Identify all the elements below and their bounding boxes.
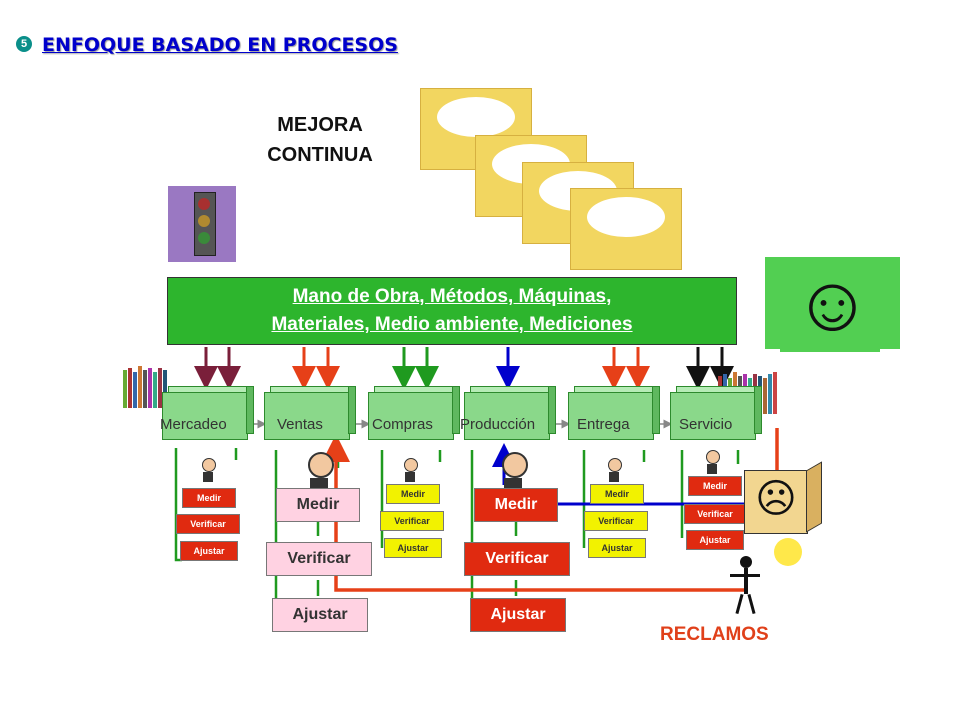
inspector-icon <box>604 458 626 482</box>
ventas-ajustar: Ajustar <box>272 598 368 632</box>
produccion-verificar: Verificar <box>464 542 570 576</box>
entrega-ajustar: Ajustar <box>588 538 646 558</box>
inspector-icon <box>198 458 220 482</box>
reclamos-label: RECLAMOS <box>660 624 769 645</box>
process-label-mercadeo: Mercadeo <box>160 416 227 433</box>
customers-group-left <box>123 366 179 410</box>
resources-line-2: Materiales, Medio ambiente, Mediciones <box>271 314 633 335</box>
page-title: ENFOQUE BASADO EN PROCESOS <box>42 34 398 56</box>
mejora-line-1: MEJORA <box>277 114 363 136</box>
mercadeo-ajustar: Ajustar <box>180 541 238 561</box>
servicio-verificar: Verificar <box>684 504 746 524</box>
process-label-ventas: Ventas <box>277 416 323 433</box>
smiley-glyph: ☺ <box>792 259 873 347</box>
traffic-light-icon <box>168 186 236 262</box>
resources-box: Mano de Obra, Métodos, Máquinas, Materia… <box>167 277 737 345</box>
mejora-line-2: CONTINUA <box>267 144 373 166</box>
process-label-compras: Compras <box>372 416 433 433</box>
compras-medir: Medir <box>386 484 440 504</box>
ventas-verificar: Verificar <box>266 542 372 576</box>
process-label-servicio: Servicio <box>679 416 733 433</box>
compras-ajustar: Ajustar <box>384 538 442 558</box>
complaint-box: ☹ <box>744 470 808 534</box>
process-mercadeo <box>162 386 254 440</box>
process-label-produccion: Producción <box>460 416 536 433</box>
resources-line-1: Mano de Obra, Métodos, Máquinas, <box>292 286 612 307</box>
entrega-verificar: Verificar <box>584 511 648 531</box>
lightbulb-icon <box>774 538 802 566</box>
happy-face-icon: ☺ <box>765 257 900 349</box>
inspector-icon <box>702 450 724 474</box>
process-entrega <box>568 386 660 440</box>
produccion-medir: Medir <box>474 488 558 522</box>
produccion-ajustar: Ajustar <box>470 598 566 632</box>
mejora-continua-label: MEJORA CONTINUA <box>240 110 400 170</box>
ventas-medir: Medir <box>276 488 360 522</box>
process-produccion <box>464 386 556 440</box>
entrega-medir: Medir <box>590 484 644 504</box>
inspector-icon <box>400 458 422 482</box>
complaining-person-icon <box>726 556 766 616</box>
process-servicio <box>670 386 762 440</box>
meeting-card-4 <box>570 188 682 270</box>
inspector-icon <box>494 452 534 496</box>
process-compras <box>368 386 460 440</box>
compras-verificar: Verificar <box>380 511 444 531</box>
complaint-box-side <box>806 461 822 533</box>
process-ventas <box>264 386 356 440</box>
mercadeo-medir: Medir <box>182 488 236 508</box>
sad-face-icon: ☹ <box>755 477 797 521</box>
mercadeo-verificar: Verificar <box>176 514 240 534</box>
title-bullet: 5 <box>16 36 32 52</box>
servicio-medir: Medir <box>688 476 742 496</box>
servicio-ajustar: Ajustar <box>686 530 744 550</box>
process-label-entrega: Entrega <box>577 416 630 433</box>
